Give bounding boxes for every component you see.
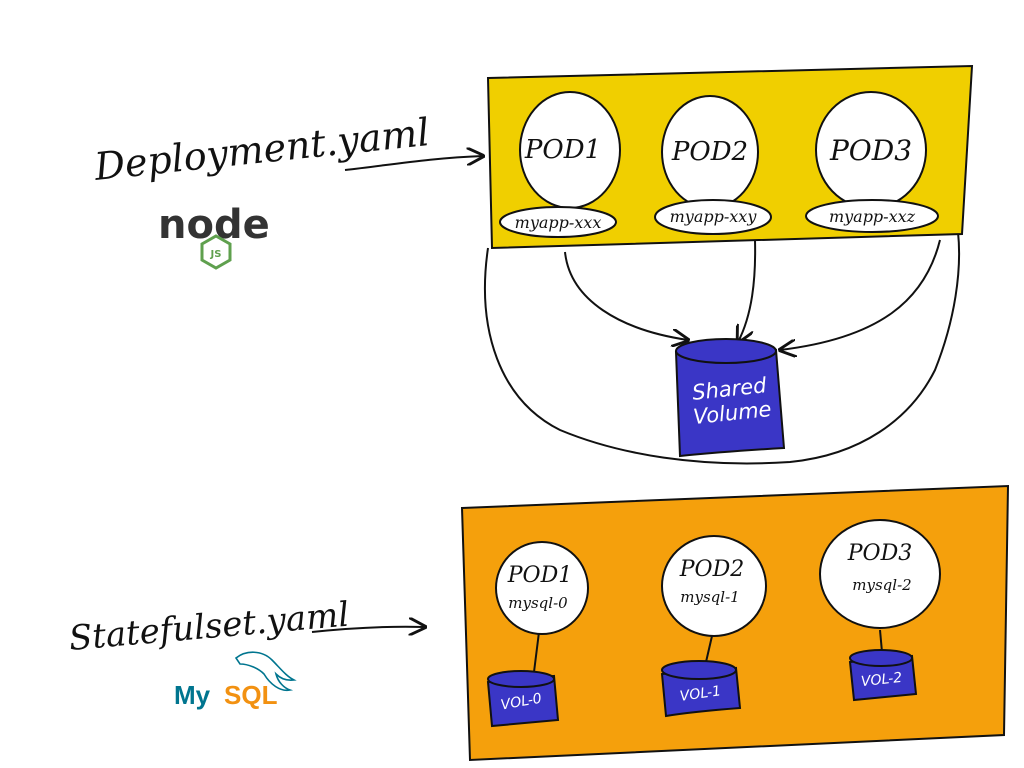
pod-id: mysql-2 — [852, 576, 911, 594]
pod-circle — [661, 535, 767, 637]
deployment-pod-1: POD1 myapp-xxx — [499, 91, 621, 238]
pod-name: POD3 — [829, 134, 912, 167]
deployment-file-label: Deployment.yaml — [91, 110, 431, 189]
nodejs-logo: node JS — [158, 202, 270, 270]
volume-top — [487, 670, 555, 688]
nodejs-badge: JS — [210, 249, 222, 260]
mysql-logo: My SQL — [174, 651, 297, 710]
volume-body — [848, 654, 918, 702]
pod-id-pill — [654, 199, 772, 235]
pod-name: POD1 — [524, 135, 601, 165]
deployment-group: POD1 myapp-xxx POD2 myapp-xxy POD3 myapp… — [484, 64, 974, 465]
volume: VOL-1 — [660, 660, 742, 718]
pod-id-pill — [499, 206, 617, 238]
nodejs-wordmark: node — [158, 202, 270, 248]
statefulset-label-arrow — [311, 627, 425, 632]
shared-volume: Shared Volume — [674, 338, 786, 458]
mysql-dolphin-icon — [234, 651, 297, 692]
pod-name: POD3 — [847, 541, 912, 566]
volume-label: VOL-0 — [500, 691, 544, 714]
pod-id: mysql-1 — [680, 588, 739, 606]
volume-body — [660, 666, 742, 718]
statefulset-pod-2: POD2 mysql-1 VOL-1 — [660, 535, 767, 718]
mysql-wordmark-sql: SQL — [224, 680, 278, 710]
pod-name: POD1 — [507, 563, 572, 588]
volume-label: VOL-1 — [679, 683, 722, 705]
volume-label: VOL-2 — [860, 670, 903, 690]
pod-name: POD2 — [679, 557, 744, 582]
deployment-outer-loop — [484, 231, 961, 465]
pod-volume-link — [705, 635, 713, 663]
deployment-label-arrow — [344, 156, 483, 171]
volume: VOL-0 — [486, 670, 560, 728]
pod-circle — [819, 519, 941, 629]
pod3-to-volume-arrow — [780, 239, 941, 350]
pod-id: myapp-xxy — [670, 207, 758, 226]
pod-name: POD2 — [671, 137, 748, 167]
statefulset-file-label: Statefulset.yaml — [67, 595, 350, 659]
pod-circle — [495, 541, 589, 635]
pod-id: myapp-xxx — [515, 213, 602, 232]
volume-top — [849, 649, 913, 667]
nodejs-hexagon — [200, 234, 232, 270]
pod-volume-link — [533, 631, 540, 673]
shared-volume-top — [675, 338, 777, 364]
volume: VOL-2 — [848, 649, 918, 702]
mysql-wordmark-my: My — [174, 680, 211, 710]
pod-id: myapp-xxz — [829, 207, 916, 226]
statefulset-group: POD1 mysql-0 VOL-0 POD2 mysql-1 VOL-1 — [460, 484, 1010, 762]
shared-volume-body — [674, 348, 786, 458]
deployment-pod-3: POD3 myapp-xxz — [805, 91, 939, 233]
pod-id-pill — [805, 199, 939, 233]
volume-top — [661, 660, 737, 680]
pod1-to-volume-arrow — [564, 251, 688, 340]
pod2-to-volume-arrow — [738, 239, 757, 342]
deployment-pod-2: POD2 myapp-xxy — [654, 95, 772, 235]
volume-body — [486, 674, 560, 728]
statefulset-pod-1: POD1 mysql-0 VOL-0 — [486, 541, 589, 728]
pod-id: mysql-0 — [508, 594, 568, 612]
pod-volume-link — [879, 629, 883, 653]
statefulset-pod-3: POD3 mysql-2 VOL-2 — [819, 519, 941, 702]
